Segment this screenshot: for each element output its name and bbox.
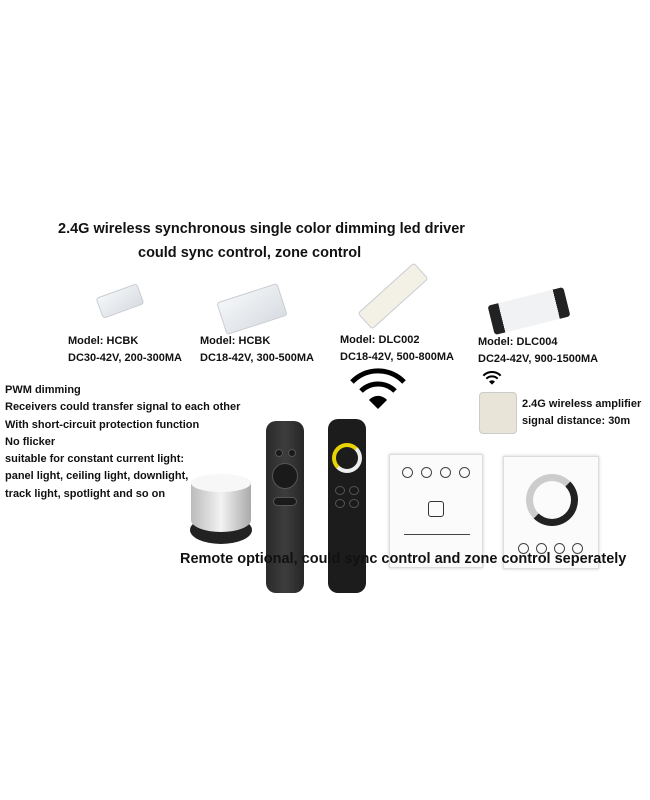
footer-caption: Remote optional, could sync control and … — [180, 551, 627, 567]
feature-item: panel light, ceiling light, downlight, — [5, 470, 189, 483]
headline: 2.4G wireless synchronous single color d… — [58, 221, 465, 237]
product-label-1: Model: HCBK DC30-42V, 200-300MA — [68, 333, 182, 367]
rotary-dimmer-image — [190, 474, 252, 546]
wifi-icon — [350, 368, 406, 409]
driver-dlc002-image — [357, 262, 429, 330]
driver-hcbk-small-image — [95, 283, 145, 319]
feature-item: suitable for constant current light: — [5, 453, 185, 466]
feature-item: track light, spotlight and so on — [5, 487, 166, 500]
amplifier-image — [479, 392, 517, 434]
wall-panel-dial-image — [503, 456, 599, 569]
amplifier-distance: signal distance: 30m — [522, 415, 631, 427]
subheadline: could sync control, zone control — [138, 245, 362, 261]
spec: DC24-42V, 900-1500MA — [478, 353, 599, 365]
remote-control-2-image — [328, 419, 366, 593]
wifi-small-icon — [482, 371, 502, 385]
spec: DC18-42V, 300-500MA — [200, 352, 314, 364]
feature-item: No flicker — [5, 435, 56, 448]
amplifier-title: 2.4G wireless amplifier — [522, 398, 642, 410]
product-label-2: Model: HCBK DC18-42V, 300-500MA — [200, 333, 314, 367]
spec: DC18-42V, 500-800MA — [340, 351, 454, 363]
amplifier-label: 2.4G wireless amplifier signal distance: … — [522, 396, 641, 430]
spec: DC30-42V, 200-300MA — [68, 352, 182, 364]
feature-item: Receivers could transfer signal to each … — [5, 401, 241, 414]
feature-item: PWM dimming — [5, 384, 81, 396]
model: Model: HCBK — [200, 335, 271, 347]
model: Model: DLC002 — [340, 334, 420, 346]
driver-hcbk-large-image — [216, 282, 288, 336]
model: Model: HCBK — [68, 335, 139, 347]
wall-panel-buttons-image — [389, 454, 483, 568]
feature-item: With short-circuit protection function — [5, 418, 200, 431]
feature-list: PWM dimming Receivers could transfer sig… — [5, 382, 240, 503]
remote-control-1-image — [266, 421, 304, 593]
driver-dlc004-image — [487, 287, 571, 335]
model: Model: DLC004 — [478, 336, 558, 348]
